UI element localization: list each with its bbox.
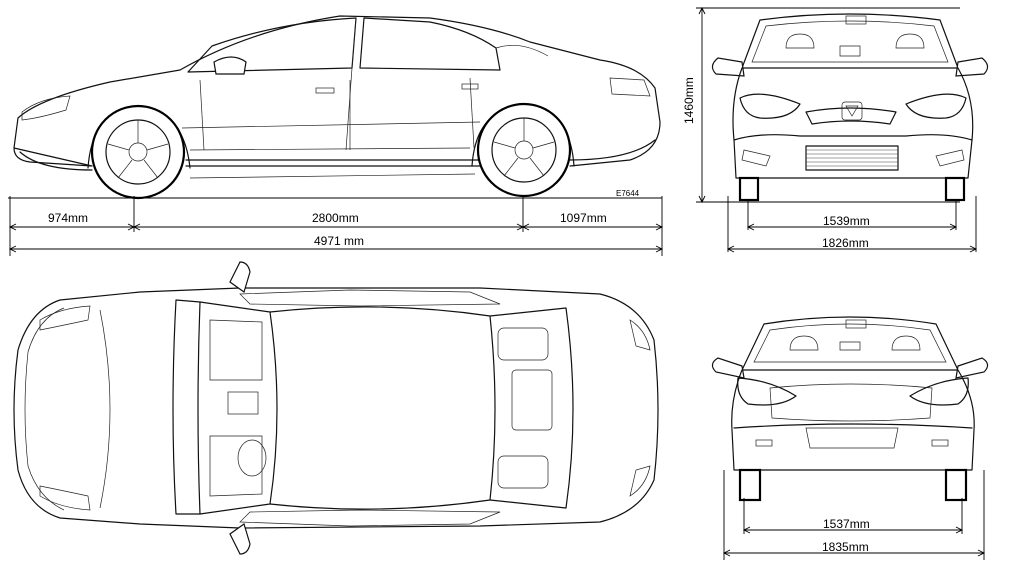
rear-view: 1537mm 1835mm	[711, 316, 989, 560]
front-overhang-dimension: 974mm	[48, 211, 88, 225]
rear-overhang-dimension: 1097mm	[560, 211, 607, 225]
height-dimension: 1460mm	[682, 77, 696, 124]
front-width-dimension: 1826mm	[822, 236, 869, 250]
rear-track-dimension: 1537mm	[823, 517, 870, 531]
front-view: 1460mm 1539mm 1826mm	[682, 6, 989, 253]
rear-width-dimension: 1835mm	[822, 540, 869, 554]
top-view	[13, 261, 659, 555]
overall-length-dimension: 4971 mm	[314, 234, 364, 248]
front-track-dimension: 1539mm	[823, 214, 870, 228]
drawing-code: E7644	[616, 189, 640, 198]
side-view: E7644 974mm 2800mm 1097mm 4971 mm	[8, 15, 664, 256]
wheelbase-dimension: 2800mm	[312, 211, 359, 225]
